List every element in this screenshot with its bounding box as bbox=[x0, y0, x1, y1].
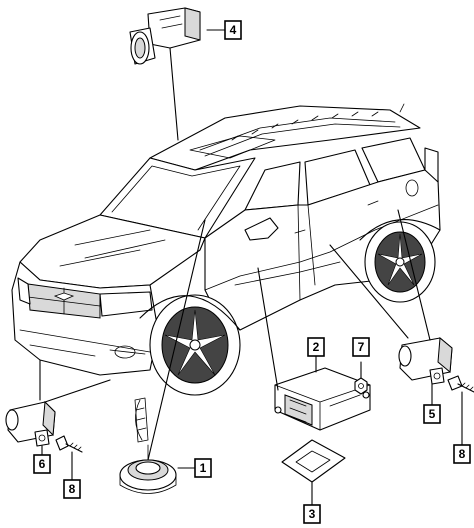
front-wheel bbox=[149, 294, 241, 396]
callout-7: 7 bbox=[352, 337, 370, 357]
svg-text:6: 6 bbox=[39, 457, 46, 471]
svg-text:7: 7 bbox=[358, 340, 365, 354]
part-1-clockspring bbox=[119, 397, 177, 494]
part-5-impact-sensor bbox=[398, 337, 453, 385]
callout-4: 4 bbox=[224, 20, 242, 40]
vehicle-illustration bbox=[11, 103, 441, 396]
callout-1: 1 bbox=[194, 458, 212, 478]
ram-grille-logo-icon bbox=[53, 292, 75, 301]
svg-text:8: 8 bbox=[69, 482, 76, 496]
callout-3: 3 bbox=[303, 504, 321, 524]
svg-text:5: 5 bbox=[429, 407, 436, 421]
svg-text:8: 8 bbox=[459, 447, 466, 461]
svg-text:4: 4 bbox=[230, 23, 237, 37]
part-8-bolt-left bbox=[55, 435, 83, 453]
rear-wheel bbox=[364, 221, 436, 303]
part-4-sensor-connector bbox=[129, 7, 201, 65]
part-2-occupant-restraint-module bbox=[274, 367, 371, 431]
part-6-impact-sensor bbox=[5, 400, 56, 447]
callout-2: 2 bbox=[307, 337, 325, 357]
callout-8-left: 8 bbox=[63, 479, 81, 499]
part-3-seal-plate bbox=[281, 439, 346, 483]
svg-text:1: 1 bbox=[200, 461, 207, 475]
callout-6: 6 bbox=[33, 454, 51, 474]
callout-5: 5 bbox=[423, 404, 441, 424]
part-7-nut bbox=[354, 377, 368, 395]
leader-lines bbox=[39, 29, 463, 506]
part-8-bolt-right bbox=[447, 375, 474, 393]
svg-text:2: 2 bbox=[313, 340, 320, 354]
callout-8-right: 8 bbox=[453, 444, 471, 464]
svg-text:3: 3 bbox=[309, 507, 316, 521]
